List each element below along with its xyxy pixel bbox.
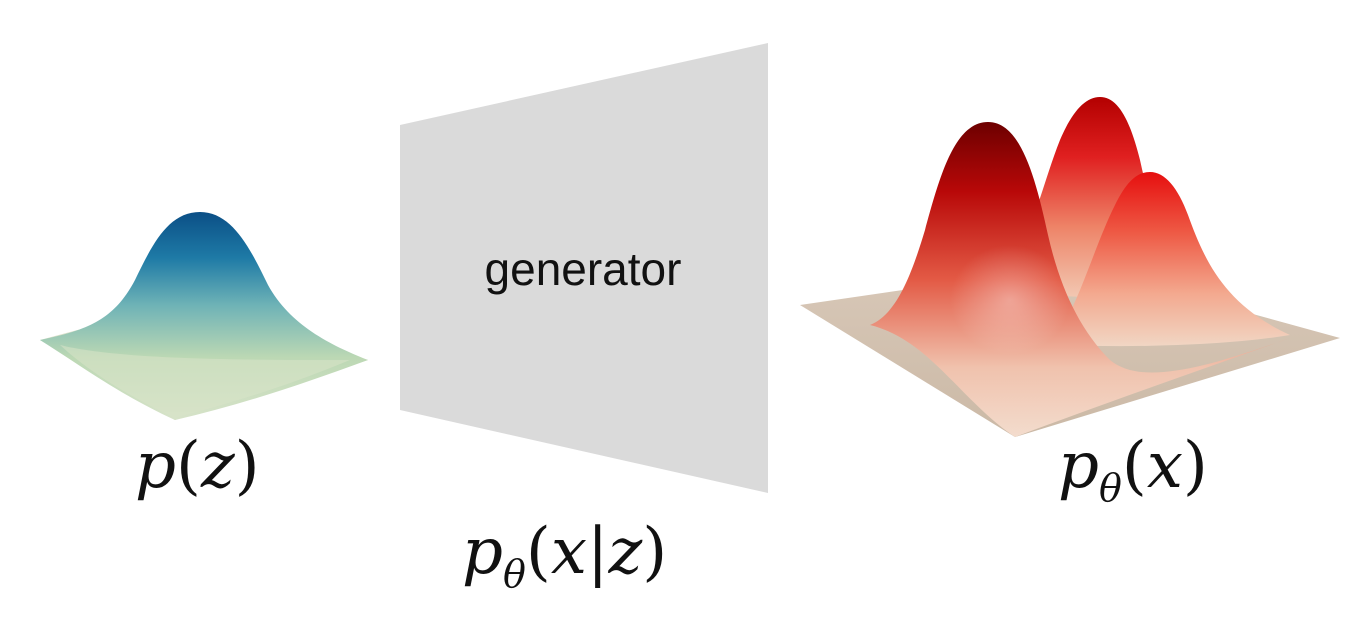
conditional-label-fn: p	[462, 515, 503, 589]
prior-distribution-surface	[40, 212, 368, 420]
model-distribution-surface	[800, 97, 1340, 437]
generator-block: generator	[400, 43, 768, 493]
model-front-peak	[870, 122, 1290, 437]
conditional-label-bar: |	[587, 515, 609, 589]
prior-label-fn: p	[135, 429, 176, 503]
model-label: pθ(x)	[1058, 429, 1208, 510]
model-label-sub: θ	[1099, 466, 1122, 510]
generator-label: generator	[485, 243, 682, 295]
conditional-label-close-paren: )	[642, 515, 667, 589]
model-label-arg: x	[1147, 429, 1183, 503]
generator-conditional-label: pθ(x|z)	[462, 515, 667, 596]
prior-front-shade	[60, 345, 350, 418]
conditional-label-sub: θ	[503, 552, 526, 596]
prior-label-close-paren: )	[235, 429, 260, 503]
model-right-peak	[1060, 172, 1290, 347]
model-label-close-paren: )	[1183, 429, 1208, 503]
generator-trapezoid	[400, 43, 768, 493]
conditional-label-open-paren: (	[526, 515, 551, 589]
model-label-fn: p	[1058, 429, 1099, 503]
model-label-open-paren: (	[1122, 429, 1147, 503]
prior-label-arg: z	[200, 429, 236, 503]
conditional-label-arg: x	[551, 515, 587, 589]
prior-label: p(z)	[135, 429, 260, 503]
conditional-label-cond: z	[607, 515, 643, 589]
prior-label-open-paren: (	[176, 429, 201, 503]
model-sheen	[950, 245, 1070, 355]
